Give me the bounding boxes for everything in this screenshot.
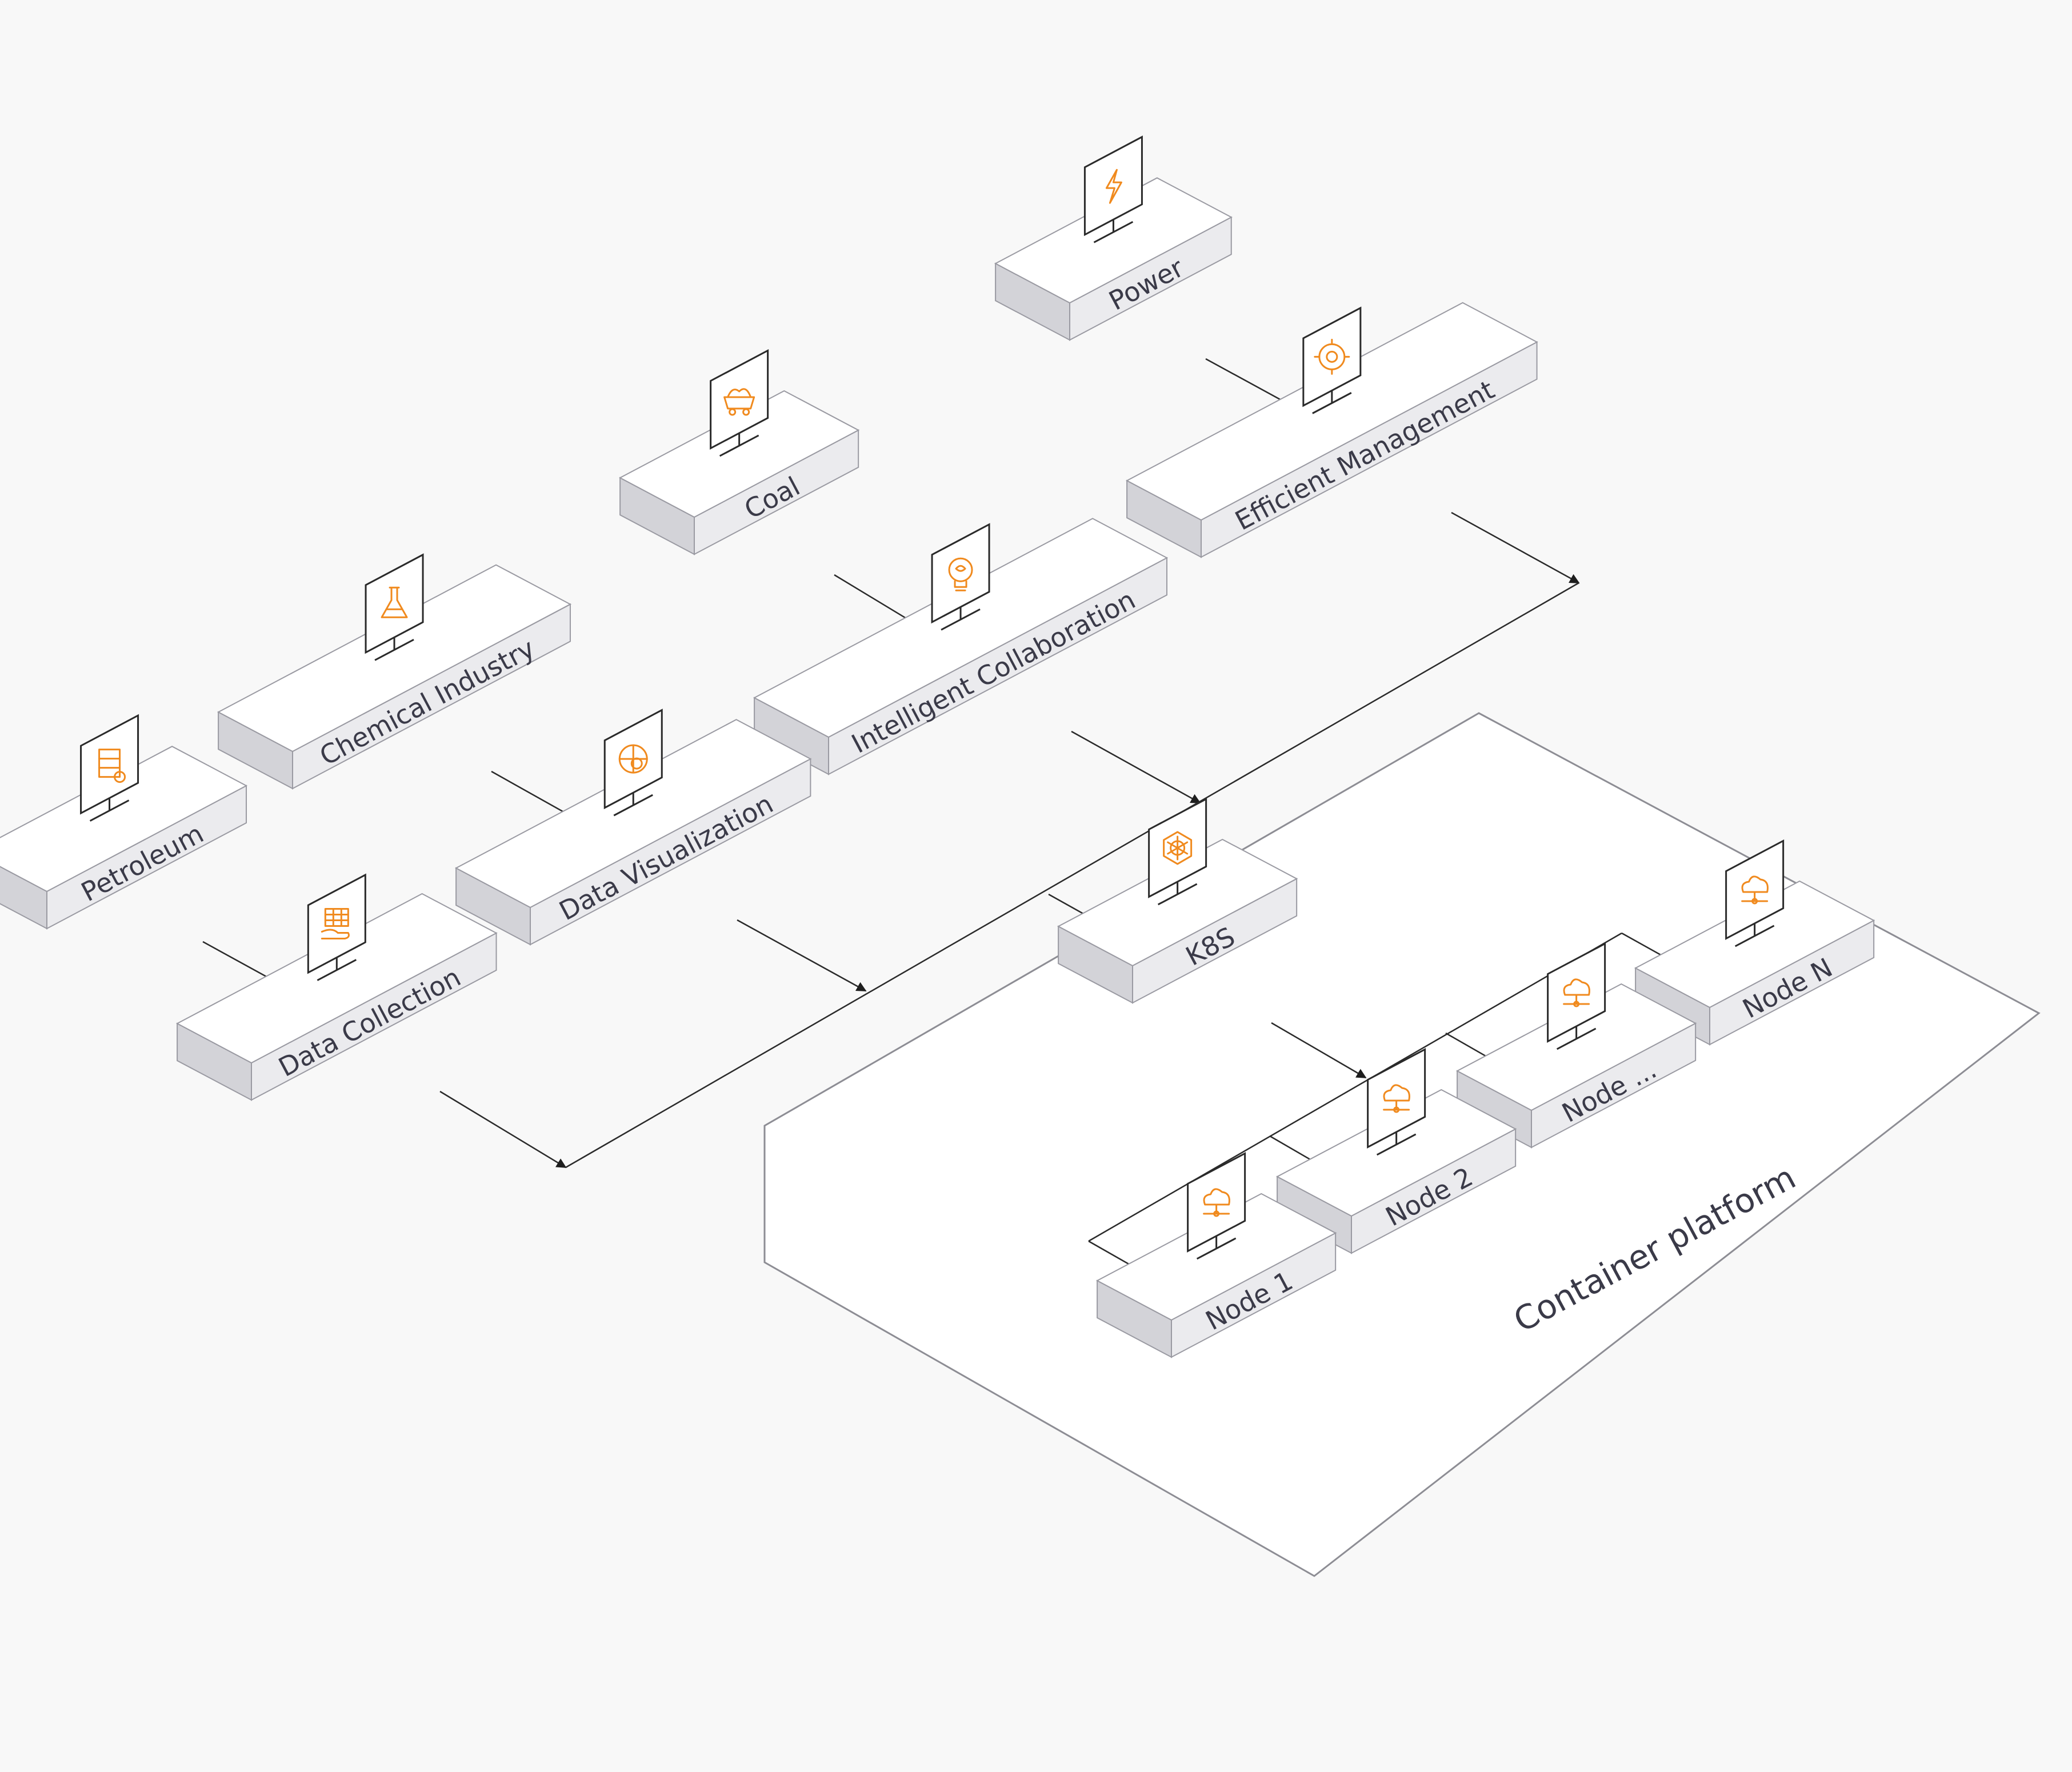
cloud-node-icon [1741,875,1769,905]
block-petroleum: Petroleum [0,714,248,930]
monitor [1302,306,1362,414]
monitor [1725,839,1785,947]
lightning-bolt-icon [1105,169,1122,204]
block-top-face [175,893,498,1064]
connector-visualization-bus [737,919,867,992]
connector-collection-bus [439,1090,567,1169]
monitor [1547,942,1606,1050]
monitor [1367,1047,1426,1156]
monitor [307,873,366,981]
oil-barrel-icon [98,749,126,783]
lightbulb-brain-icon [948,557,973,591]
block-top-face [454,719,812,909]
connector-nodebus [1088,932,1622,1242]
block-top-face [618,390,860,518]
coal-cart-icon [723,388,755,416]
monitor [931,523,990,631]
monitor [710,349,769,457]
connector-k8s-nodebus [1271,1022,1367,1079]
connector-intelligent-bus [1071,730,1201,804]
block-power: Power [994,135,1233,341]
block-visualization: Data Visualization [454,709,812,946]
data-visualization-icon [618,744,648,774]
block-top-face [1275,1089,1517,1217]
block-top-face [1057,838,1298,967]
block-top-face [1095,1193,1337,1321]
block-efficient: Efficient Management [1125,302,1538,558]
block-top-face [753,518,1169,738]
monitor [1187,1151,1246,1260]
monitor [603,709,663,817]
connector-efficient-bus [1451,511,1580,584]
cloud-node-icon [1203,1188,1230,1217]
block-top-face [1634,880,1875,1009]
block-intelligent: Intelligent Collaboration [753,518,1169,775]
brain-gear-icon [1314,338,1350,375]
kubernetes-helm-icon [1163,831,1193,865]
block-top-face [1125,302,1538,521]
block-k8s: K8S [1057,797,1298,1004]
cloud-node-icon [1563,978,1590,1007]
block-top-face [994,177,1233,304]
monitor [1083,135,1143,243]
block-top-face [1455,983,1697,1111]
monitor [365,553,424,661]
block-collection: Data Collection [175,873,498,1101]
block-top-face [217,564,572,753]
connector-bus [565,582,1579,1169]
block-chemical: Chemical Industry [217,553,572,790]
block-top-face [0,746,248,893]
data-collection-icon [321,908,350,940]
monitor [1148,797,1207,906]
flask-icon [381,586,408,618]
monitor [80,714,139,822]
block-coal: Coal [618,349,860,555]
cloud-node-icon [1383,1084,1410,1113]
